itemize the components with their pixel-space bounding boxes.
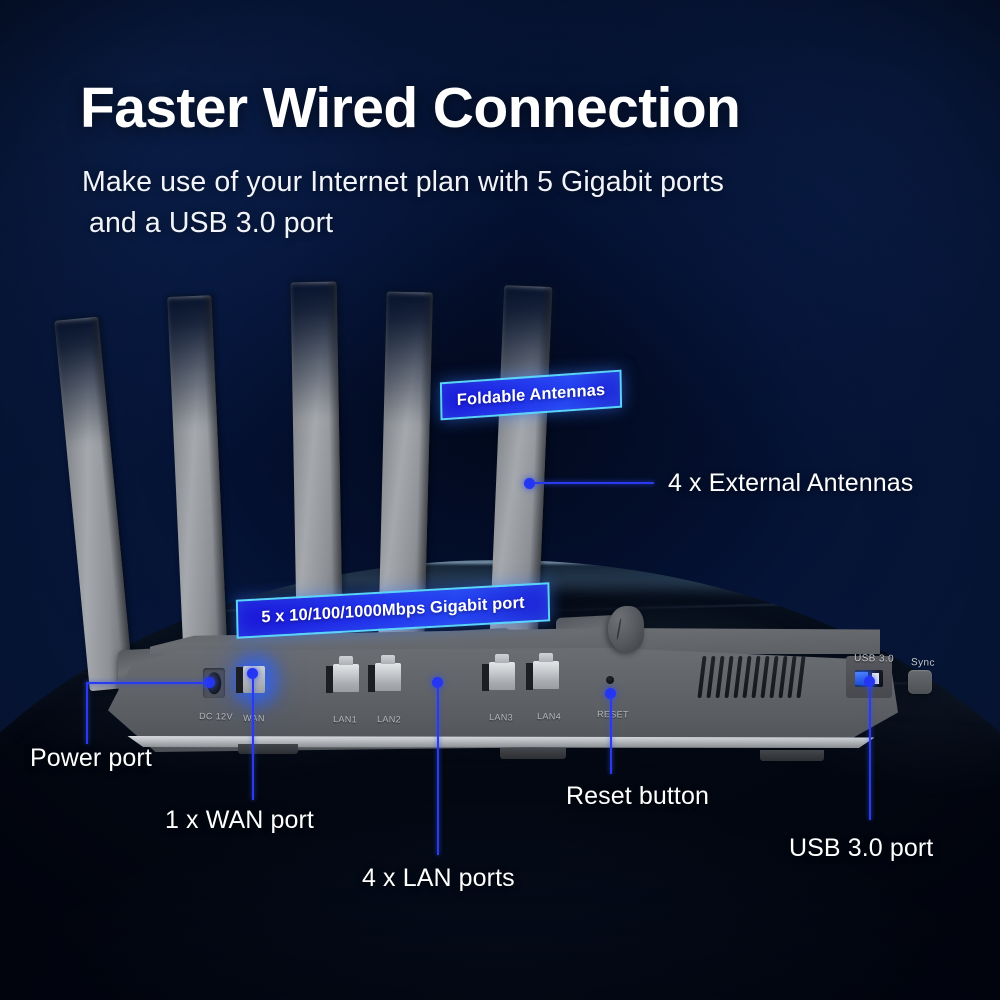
label-lan4: LAN4 [536, 711, 562, 722]
antenna-2 [165, 295, 229, 685]
router-foot-left [238, 744, 298, 754]
callout-wan-port: 1 x WAN port [165, 806, 314, 834]
label-lan3: LAN3 [488, 712, 514, 723]
label-lan2: LAN2 [376, 714, 402, 725]
lan-port-3 [482, 654, 515, 691]
lan-port-2 [368, 655, 401, 692]
subtitle-line-2: and a USB 3.0 port [89, 207, 334, 240]
callout-dot-reset-button [605, 688, 616, 699]
lan-port-4 [526, 653, 559, 690]
callout-dot-usb-port [864, 676, 875, 687]
callout-lan-ports: 4 x LAN ports [362, 864, 515, 892]
ventilation-grille [697, 656, 826, 698]
lan-port-1 [326, 656, 359, 693]
antenna-5 [487, 285, 555, 685]
sync-button[interactable] [908, 670, 932, 694]
label-usb-3: USB 3.0 [853, 653, 895, 665]
callout-usb-port: USB 3.0 port [789, 834, 934, 862]
callout-line-power-port-h [86, 682, 208, 684]
subtitle-line-1: Make use of your Internet plan with 5 Gi… [82, 166, 724, 198]
callout-line-lan-ports [437, 687, 439, 855]
page-subtitle: Make use of your Internet plan with 5 Gi… [82, 162, 724, 245]
router-foot-right [760, 750, 824, 761]
router-foot-center [500, 748, 566, 759]
label-reset: RESET [596, 709, 630, 720]
page-title: Faster Wired Connection [80, 76, 741, 140]
callout-reset-button: Reset button [566, 782, 709, 810]
callout-line-usb-port [869, 686, 871, 820]
antenna-1 [52, 316, 134, 692]
label-lan1: LAN1 [332, 714, 358, 725]
callout-line-reset-button [610, 698, 612, 774]
router-base-lip [127, 736, 875, 748]
callout-dot-external-antennas [524, 478, 535, 489]
label-dc-12v: DC 12V [198, 711, 234, 722]
label-sync: Sync [910, 657, 936, 669]
callout-dot-lan-ports [432, 677, 443, 688]
reset-button-pinhole [606, 676, 614, 684]
callout-dot-wan-port [247, 668, 258, 679]
callout-external-antennas: 4 x External Antennas [668, 469, 914, 497]
callout-line-external-antennas [534, 482, 654, 484]
callout-power-port: Power port [30, 744, 152, 772]
callout-line-wan-port [252, 678, 254, 800]
callout-dot-power-port [204, 677, 215, 688]
antenna-hinge-knob [608, 606, 644, 652]
callout-line-power-port-v [86, 682, 88, 744]
